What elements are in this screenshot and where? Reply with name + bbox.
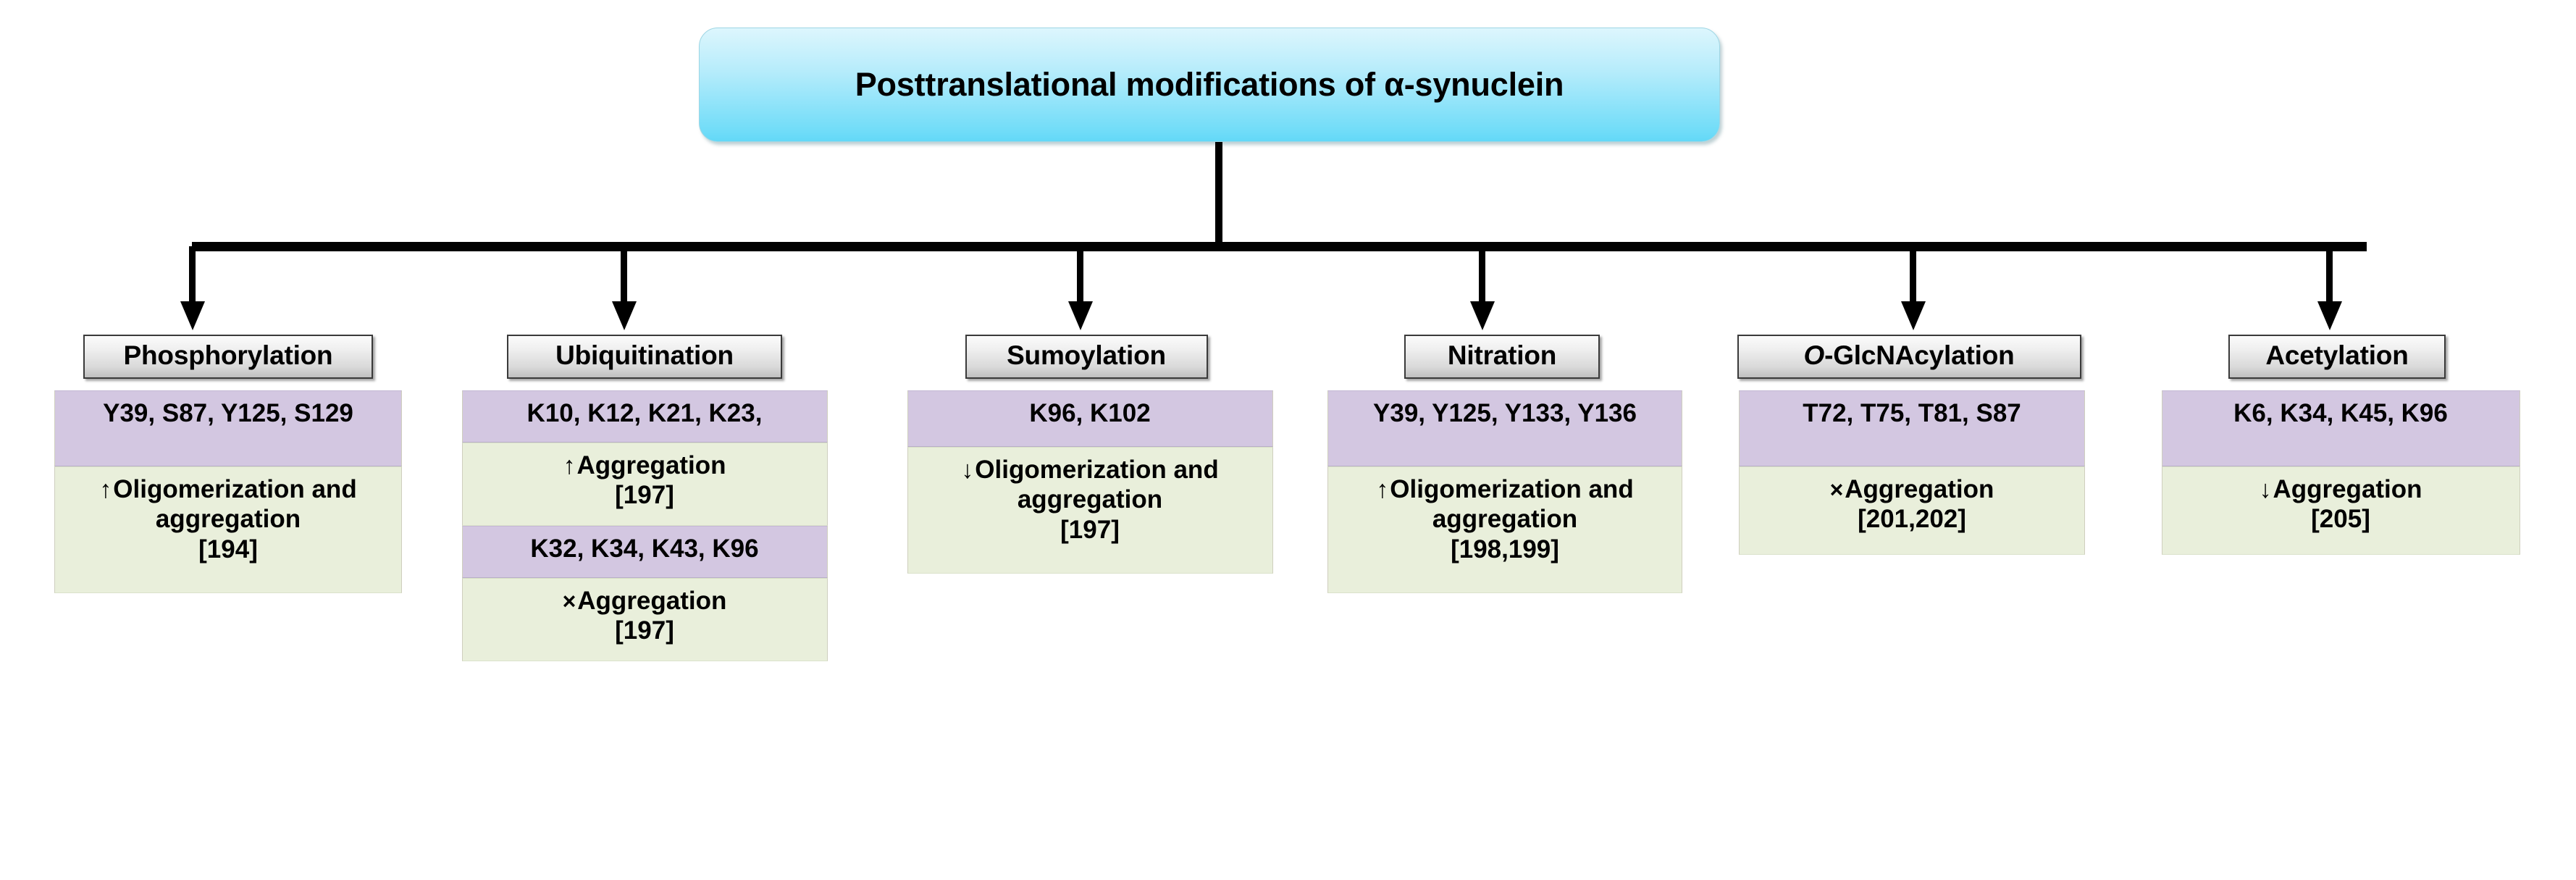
column-cells-phosphorylation: Y39, S87, Y125, S129 ↑Oligomerization an… <box>54 390 402 593</box>
branch-arrow-ubiquitination <box>612 301 637 330</box>
root-stem-connector <box>1215 142 1222 247</box>
branch-line-sumoylation <box>1077 246 1083 306</box>
reference-label: [198,199] <box>1451 535 1559 563</box>
down-arrow-icon: ↓ <box>2259 476 2272 503</box>
column-header-label: O-GlcNAcylation <box>1803 340 2015 370</box>
column-cells-ubiquitination: K10, K12, K21, K23, ↑Aggregation [197] K… <box>461 390 828 661</box>
effect-cell: ↑Aggregation [197] <box>461 443 828 526</box>
root-node-title: Posttranslational modifications of α-syn… <box>855 66 1564 103</box>
reference-label: [194] <box>198 535 258 563</box>
column-header-label: Nitration <box>1447 340 1557 370</box>
residue-cell: Y39, S87, Y125, S129 <box>54 390 402 466</box>
up-arrow-icon: ↑ <box>99 476 112 503</box>
column-header-ubiquitination[interactable]: Ubiquitination <box>507 335 782 379</box>
effect-cell: ↓Aggregation [205] <box>2161 466 2520 555</box>
column-header-label: Ubiquitination <box>555 340 734 370</box>
column-cells-sumoylation: K96, K102 ↓Oligomerization and aggregati… <box>907 390 1273 574</box>
column-ubiquitination: Ubiquitination K10, K12, K21, K23, ↑Aggr… <box>449 335 840 661</box>
residue-cell: K32, K34, K43, K96 <box>461 526 828 578</box>
residue-cell: K10, K12, K21, K23, <box>461 390 828 443</box>
cross-icon: × <box>562 588 576 614</box>
column-header-sumoylation[interactable]: Sumoylation <box>965 335 1208 379</box>
column-header-phosphorylation[interactable]: Phosphorylation <box>83 335 373 379</box>
down-arrow-icon: ↓ <box>961 456 974 484</box>
branch-arrow-acetylation <box>2317 301 2342 330</box>
residue-cell: K96, K102 <box>907 390 1273 447</box>
branch-line-acetylation <box>2326 246 2333 306</box>
column-header-label: Phosphorylation <box>123 340 333 370</box>
column-phosphorylation: Phosphorylation Y39, S87, Y125, S129 ↑Ol… <box>40 335 416 593</box>
branch-arrow-nitration <box>1470 301 1495 330</box>
branch-arrow-phosphorylation <box>180 301 205 330</box>
reference-label: [197] <box>615 481 674 510</box>
up-arrow-icon: ↑ <box>563 452 576 479</box>
residue-cell: Y39, Y125, Y133, Y136 <box>1327 390 1682 466</box>
branch-line-o-glcnacylation <box>1910 246 1916 306</box>
column-acetylation: Acetylation K6, K34, K45, K96 ↓Aggregati… <box>2160 335 2522 555</box>
italic-prefix: O <box>1803 340 1825 370</box>
reference-label: [197] <box>615 616 674 645</box>
effect-cell: ↓Oligomerization and aggregation [197] <box>907 447 1273 574</box>
column-cells-o-glcnacylation: T72, T75, T81, S87 ×Aggregation [201,202… <box>1739 390 2085 555</box>
column-cells-nitration: Y39, Y125, Y133, Y136 ↑Oligomerization a… <box>1327 390 1682 593</box>
effect-cell: ×Aggregation [201,202] <box>1739 466 2085 555</box>
residue-cell: K6, K34, K45, K96 <box>2161 390 2520 466</box>
column-header-o-glcnacylation[interactable]: O-GlcNAcylation <box>1737 335 2081 379</box>
column-o-glcnacylation: O-GlcNAcylation T72, T75, T81, S87 ×Aggr… <box>1737 335 2086 555</box>
cross-icon: × <box>1829 477 1844 503</box>
root-node-posttranslational-modifications: Posttranslational modifications of α-syn… <box>699 28 1720 142</box>
column-sumoylation: Sumoylation K96, K102 ↓Oligomerization a… <box>894 335 1285 574</box>
effect-cell: ×Aggregation [197] <box>461 578 828 661</box>
column-nitration: Nitration Y39, Y125, Y133, Y136 ↑Oligome… <box>1317 335 1693 593</box>
reference-label: [197] <box>1060 515 1120 544</box>
branch-line-nitration <box>1479 246 1485 306</box>
branch-line-ubiquitination <box>621 246 627 306</box>
reference-label: [201,202] <box>1858 505 1966 534</box>
effect-cell: ↑Oligomerization and aggregation [194] <box>54 466 402 593</box>
up-arrow-icon: ↑ <box>1376 476 1389 503</box>
column-header-nitration[interactable]: Nitration <box>1404 335 1600 379</box>
column-header-acetylation[interactable]: Acetylation <box>2228 335 2446 379</box>
residue-cell: T72, T75, T81, S87 <box>1739 390 2085 466</box>
branch-arrow-sumoylation <box>1068 301 1093 330</box>
horizontal-bus-connector <box>192 242 2367 251</box>
reference-label: [205] <box>2311 505 2370 534</box>
branch-arrow-o-glcnacylation <box>1901 301 1926 330</box>
column-header-label: Sumoylation <box>1007 340 1166 370</box>
column-header-label: Acetylation <box>2265 340 2409 370</box>
branch-line-phosphorylation <box>189 246 196 306</box>
effect-cell: ↑Oligomerization and aggregation [198,19… <box>1327 466 1682 593</box>
column-cells-acetylation: K6, K34, K45, K96 ↓Aggregation [205] <box>2161 390 2520 555</box>
